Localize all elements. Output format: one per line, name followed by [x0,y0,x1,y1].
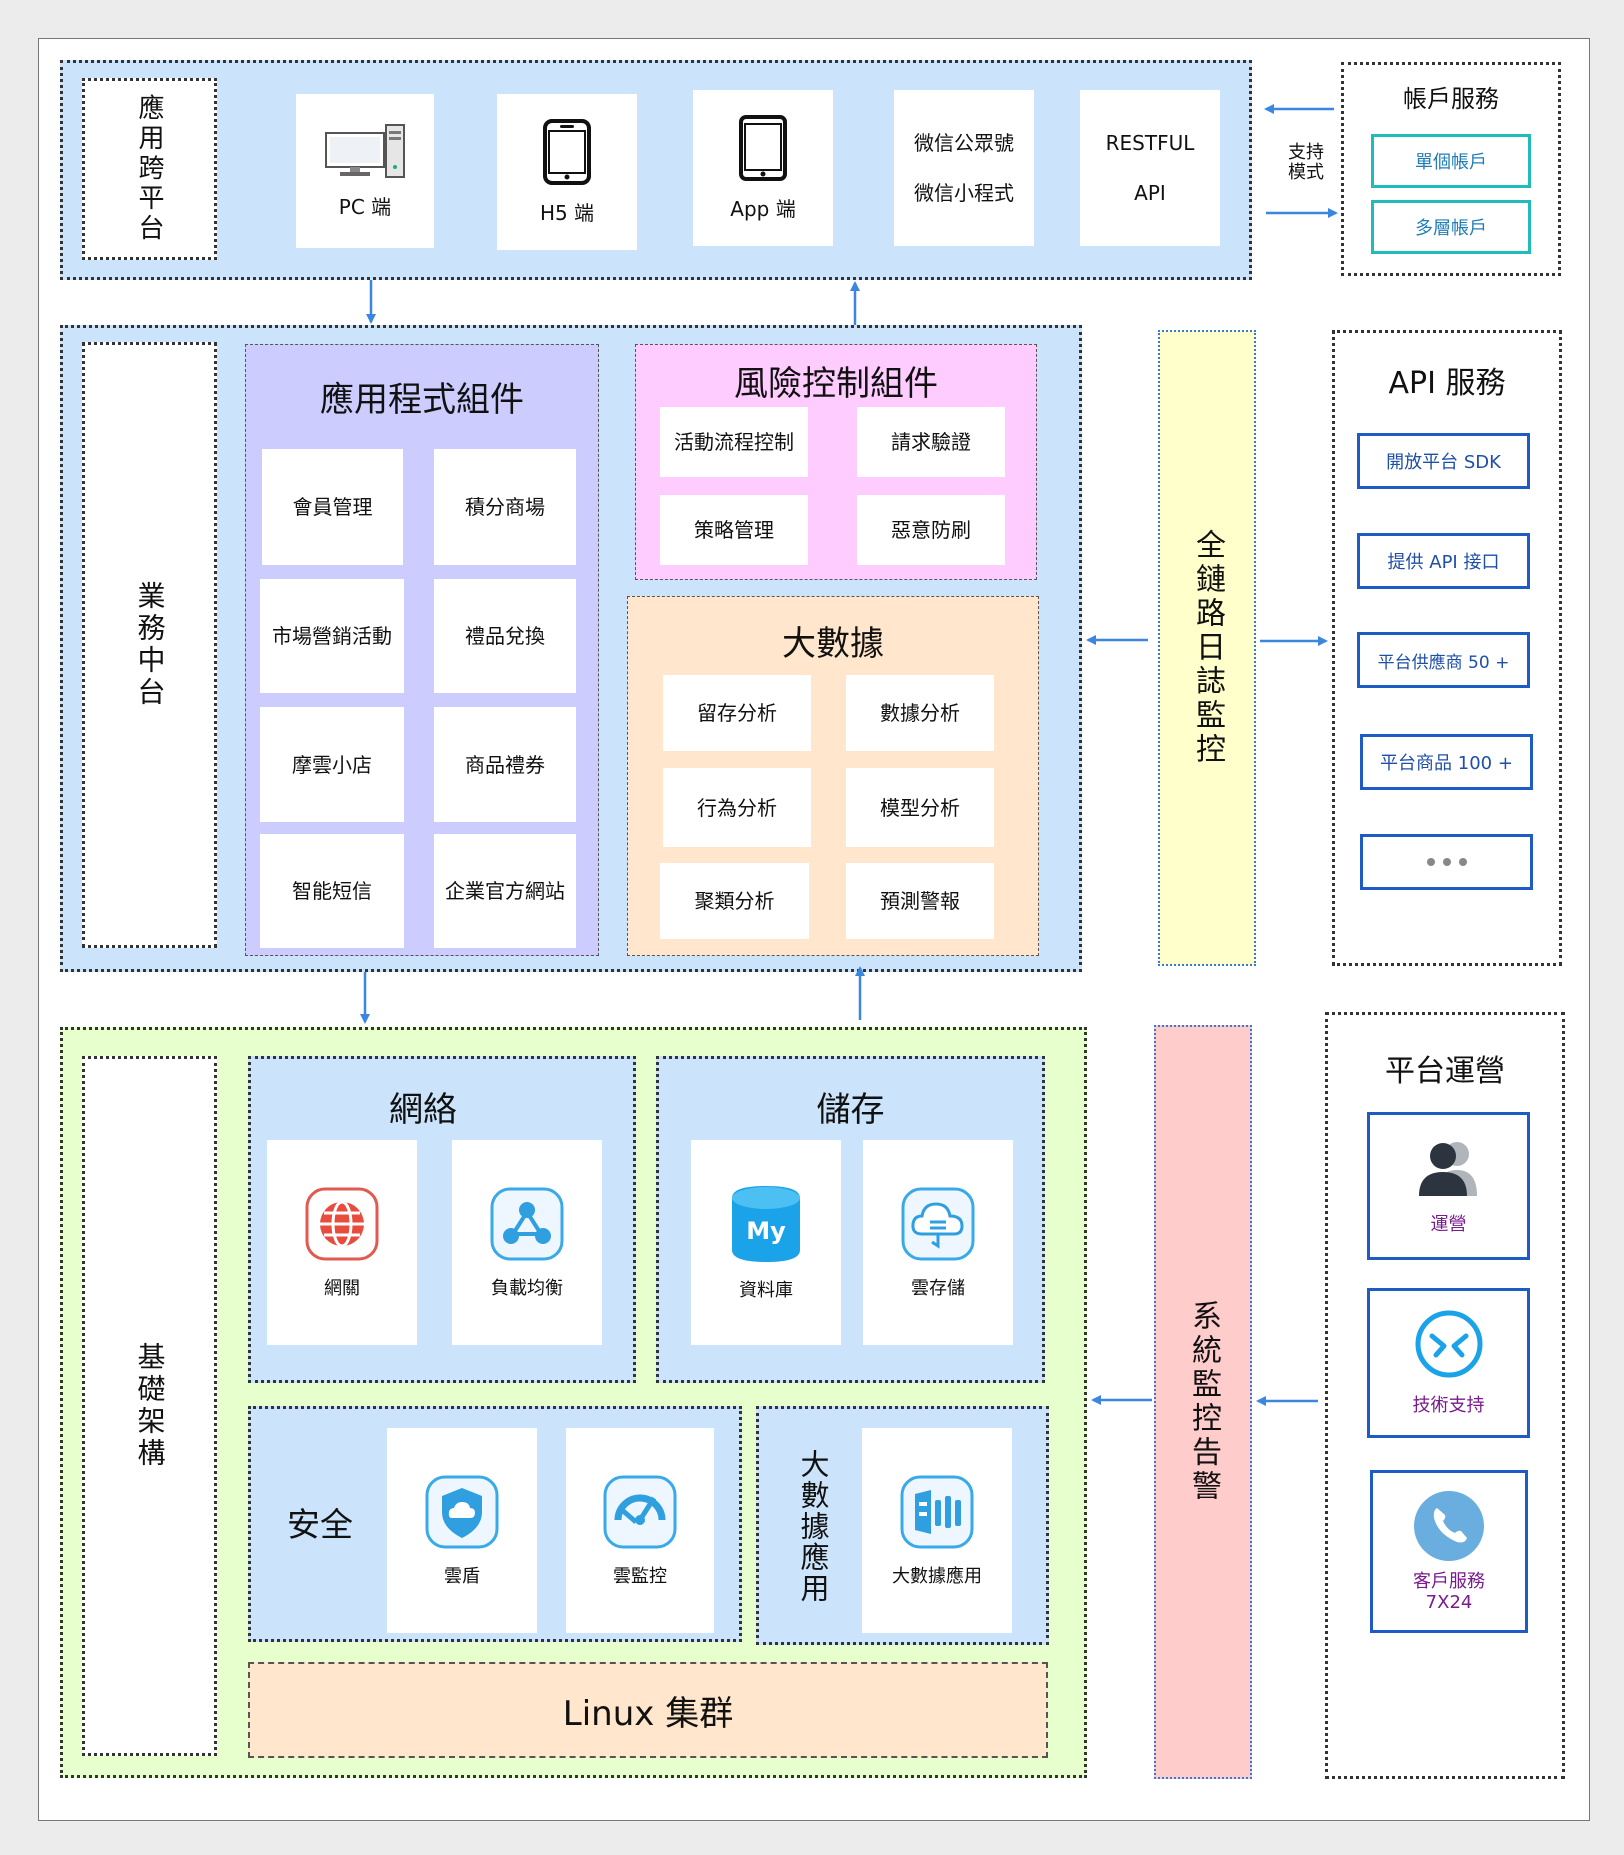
risk-request-validation: 請求驗證 [857,407,1005,477]
bigdata-prediction-alert: 預測警報 [846,863,994,939]
platform-operations [1325,1012,1565,1779]
network-gateway-label: 網關 [324,1277,360,1299]
network-title: 網絡 [389,1090,457,1130]
ops-tech-support-label: 技術支持 [1412,1395,1485,1416]
api-service [1332,330,1562,966]
network-load-balance-label: 負載均衡 [491,1277,563,1299]
tablet-icon [739,115,787,181]
api-suppliers: 平台供應商 50 + [1357,632,1530,688]
security-cloud-monitor: 雲監控 [566,1428,714,1633]
risk-strategy-management: 策略管理 [660,495,808,565]
business-layer-label: 業務中台 [82,342,217,948]
ops-customer-service-label: 客戶服務 7X24 [1413,1570,1485,1613]
storage-cloud-label: 雲存儲 [911,1277,965,1299]
network-gateway: 網關 [267,1140,417,1345]
account-service-title: 帳戶服務 [1403,84,1499,113]
share-nodes-icon [490,1187,564,1261]
component-marketing: 市場營銷活動 [260,579,404,693]
ops-tech-support: 技術支持 [1367,1288,1530,1438]
bigdata-app-item: 大數據應用 [862,1428,1012,1633]
app-item-restful: RESTFUL API [1080,90,1220,246]
security-cloud-shield: 雲盾 [387,1428,537,1633]
account-service [1341,62,1561,276]
mysql-database-icon: My [732,1185,800,1262]
app-layer-label: 應用跨平台 [82,78,217,260]
component-smart-sms: 智能短信 [260,834,404,948]
single-account-box: 單個帳戶 [1371,134,1531,188]
bigdata-data-analysis: 數據分析 [846,675,994,751]
app-item-pc-label: PC 端 [338,195,392,219]
bigdata-app-item-label: 大數據應用 [892,1565,982,1587]
network-load-balance: 負載均衡 [452,1140,602,1345]
platform-operations-title: 平台運營 [1385,1054,1505,1089]
linux-cluster: Linux 集群 [248,1662,1048,1758]
app-components-title: 應用程式組件 [320,380,524,420]
security-cloud-monitor-label: 雲監控 [613,1565,667,1587]
api-open-sdk: 開放平台 SDK [1357,433,1530,489]
restful-label: RESTFUL [1105,131,1195,155]
api-products: 平台商品 100 + [1360,734,1533,790]
app-item-pc: PC 端 [296,94,434,248]
risk-flow-control: 活動流程控制 [660,407,808,477]
app-item-app-label: App 端 [730,197,796,221]
component-official-website: 企業官方網站 [434,834,576,948]
full-link-log-monitoring: 全鏈路日誌監控 [1158,330,1256,966]
risk-anti-fraud: 惡意防刷 [857,495,1005,565]
users-icon [1418,1142,1477,1196]
app-item-app: App 端 [693,90,833,246]
wechat-official-account-label: 微信公眾號 [914,131,1014,155]
storage-cloud: 雲存儲 [863,1140,1013,1345]
bigdata-behavior-analysis: 行為分析 [663,768,811,847]
component-product-voucher: 商品禮券 [434,707,576,822]
ellipsis-icon [1426,858,1467,866]
support-mode-label: 支持 模式 [1288,142,1324,183]
phone-icon [1414,1490,1484,1561]
risk-control-title: 風險控制組件 [734,364,938,404]
app-layer [60,60,1252,280]
api-label: API [1134,181,1166,205]
component-member-management: 會員管理 [262,449,403,565]
ops-operations-label: 運營 [1430,1214,1467,1235]
security-cloud-shield-label: 雲盾 [444,1565,480,1587]
storage-title: 儲存 [816,1090,885,1130]
app-item-wechat: 微信公眾號 微信小程式 [894,90,1034,246]
gauge-icon [603,1475,677,1549]
component-moyun-store: 摩雲小店 [260,707,404,822]
remote-support-icon [1415,1310,1482,1378]
component-points-mall: 積分商場 [434,449,576,565]
bar-chart-icon [900,1475,974,1549]
component-gift-exchange: 禮品兌換 [434,579,576,693]
infrastructure-layer-label: 基礎架構 [82,1056,217,1756]
api-service-title: API 服務 [1388,366,1506,401]
system-monitor-alert: 系統監控告警 [1154,1025,1252,1779]
mobile-phone-icon [543,119,591,185]
cloud-shield-icon [425,1475,499,1549]
storage-database: My 資料庫 [691,1140,841,1345]
storage-database-label: 資料庫 [739,1279,793,1301]
ops-operations: 運營 [1367,1112,1530,1260]
bigdata-cluster-analysis: 聚類分析 [660,863,809,939]
cloud-storage-icon [901,1187,975,1261]
desktop-computer-icon [325,124,405,178]
globe-icon [305,1187,379,1261]
multi-account-box: 多層帳戶 [1371,200,1531,254]
svg-text:My: My [746,1217,786,1245]
app-item-h5: H5 端 [497,94,637,250]
security-title: 安全 [287,1505,353,1544]
wechat-mini-program-label: 微信小程式 [914,181,1014,205]
bigdata-app-title: 大數據應用 [796,1448,830,1604]
app-item-h5-label: H5 端 [539,201,595,225]
bigdata-model-analysis: 模型分析 [846,768,994,847]
api-more [1360,834,1533,890]
api-interface: 提供 API 接口 [1357,533,1530,589]
bigdata-title: 大數據 [782,624,884,664]
bigdata-retention-analysis: 留存分析 [663,675,811,751]
ops-customer-service: 客戶服務 7X24 [1370,1470,1528,1633]
